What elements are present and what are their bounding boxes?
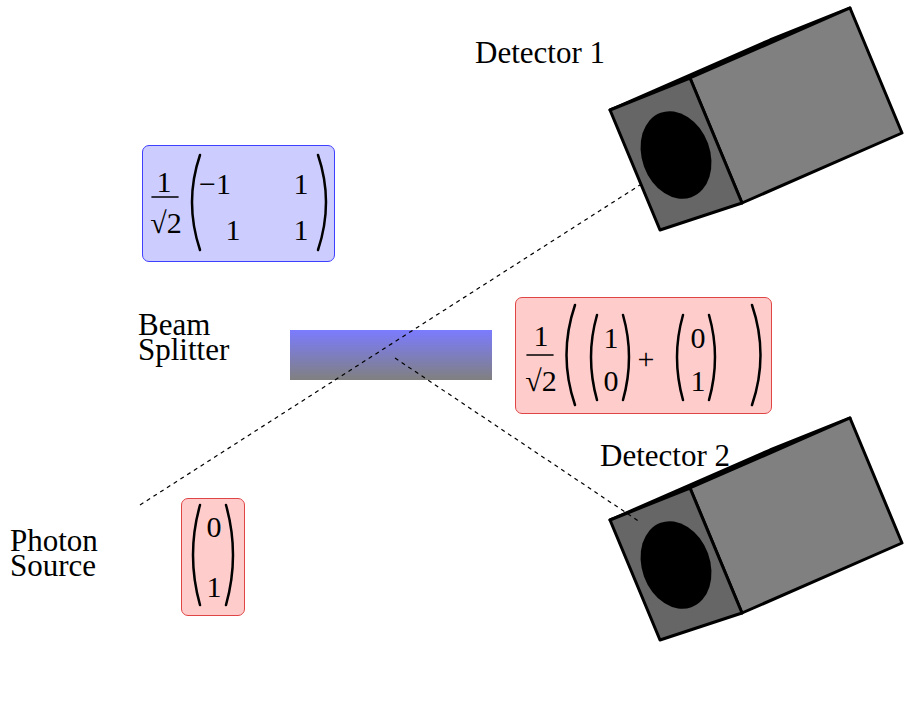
math-symbol: 1 [226,215,241,245]
beam-splitter-label: Beam Splitter [138,312,270,363]
math-symbol: √2 [525,366,556,396]
detector: Detector 2 [595,435,912,645]
math-symbol: √2 [150,208,181,238]
math-symbol: 1 [534,321,549,351]
math-symbol: 0 [604,366,619,396]
math-symbol: 0 [207,512,222,542]
math-symbol: −1 [199,169,231,199]
vector-box: 01 [181,498,245,616]
matrix-box: 1 √2 −1 1 1 1 [142,145,335,262]
detector-label: Detector 1 [475,40,605,65]
vector-box: 1 √2 1 0 +0 1 [515,297,772,414]
math-symbol: 1 [691,366,706,396]
math-symbol: 0 [691,323,706,353]
detector-body [610,8,902,230]
source-label: Photon Source [10,528,136,579]
math-symbol: 1 [294,215,309,245]
math-symbol: 1 [604,323,619,353]
math-symbol: 1 [207,572,222,602]
math-symbol: 1 [157,167,172,197]
photon-path [140,380,335,505]
beam-splitter: Beam Splitter [290,330,492,380]
detector-label: Detector 2 [600,443,730,468]
beam-splitter-plate [290,330,492,380]
math-symbol: 1 [294,169,309,199]
math-symbol: + [638,344,655,374]
detector: Detector 1 [470,30,912,240]
